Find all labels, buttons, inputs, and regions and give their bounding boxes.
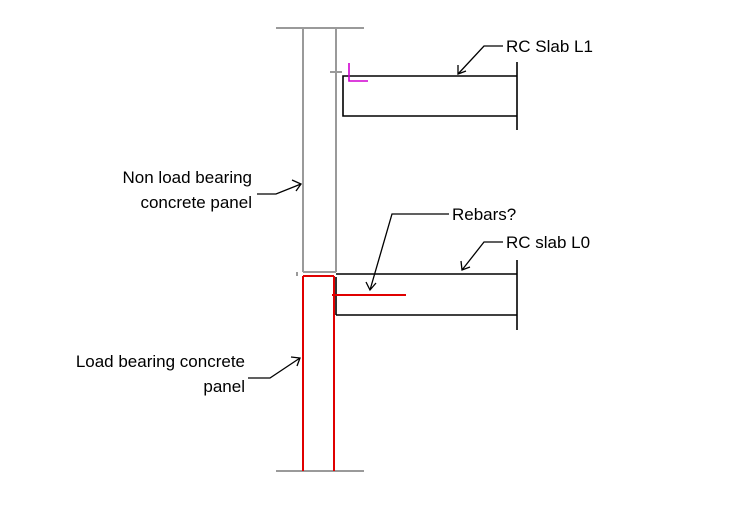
rebars-label: Rebars? <box>452 205 516 224</box>
load-bearing-label-line1: Load bearing concrete <box>76 352 245 371</box>
rc-slab-l1 <box>342 62 518 130</box>
load-bearing-label-line2: panel <box>203 377 245 396</box>
slab-l1-corner-marker <box>348 63 368 82</box>
rebars-leader <box>365 213 449 292</box>
non-load-bearing-label-line2: concrete panel <box>140 193 252 212</box>
non-load-bearing-panel <box>276 27 364 273</box>
non-load-bearing-leader <box>257 179 302 195</box>
rc-slab-l0-leader <box>460 241 503 271</box>
rc-slab-l1-leader <box>457 45 503 75</box>
rc-slab-l1-label: RC Slab L1 <box>506 37 593 56</box>
load-bearing-leader <box>248 356 301 379</box>
rc-slab-l0-label: RC slab L0 <box>506 233 590 252</box>
load-bearing-panel <box>276 272 364 472</box>
non-load-bearing-label-line1: Non load bearing <box>123 168 252 187</box>
